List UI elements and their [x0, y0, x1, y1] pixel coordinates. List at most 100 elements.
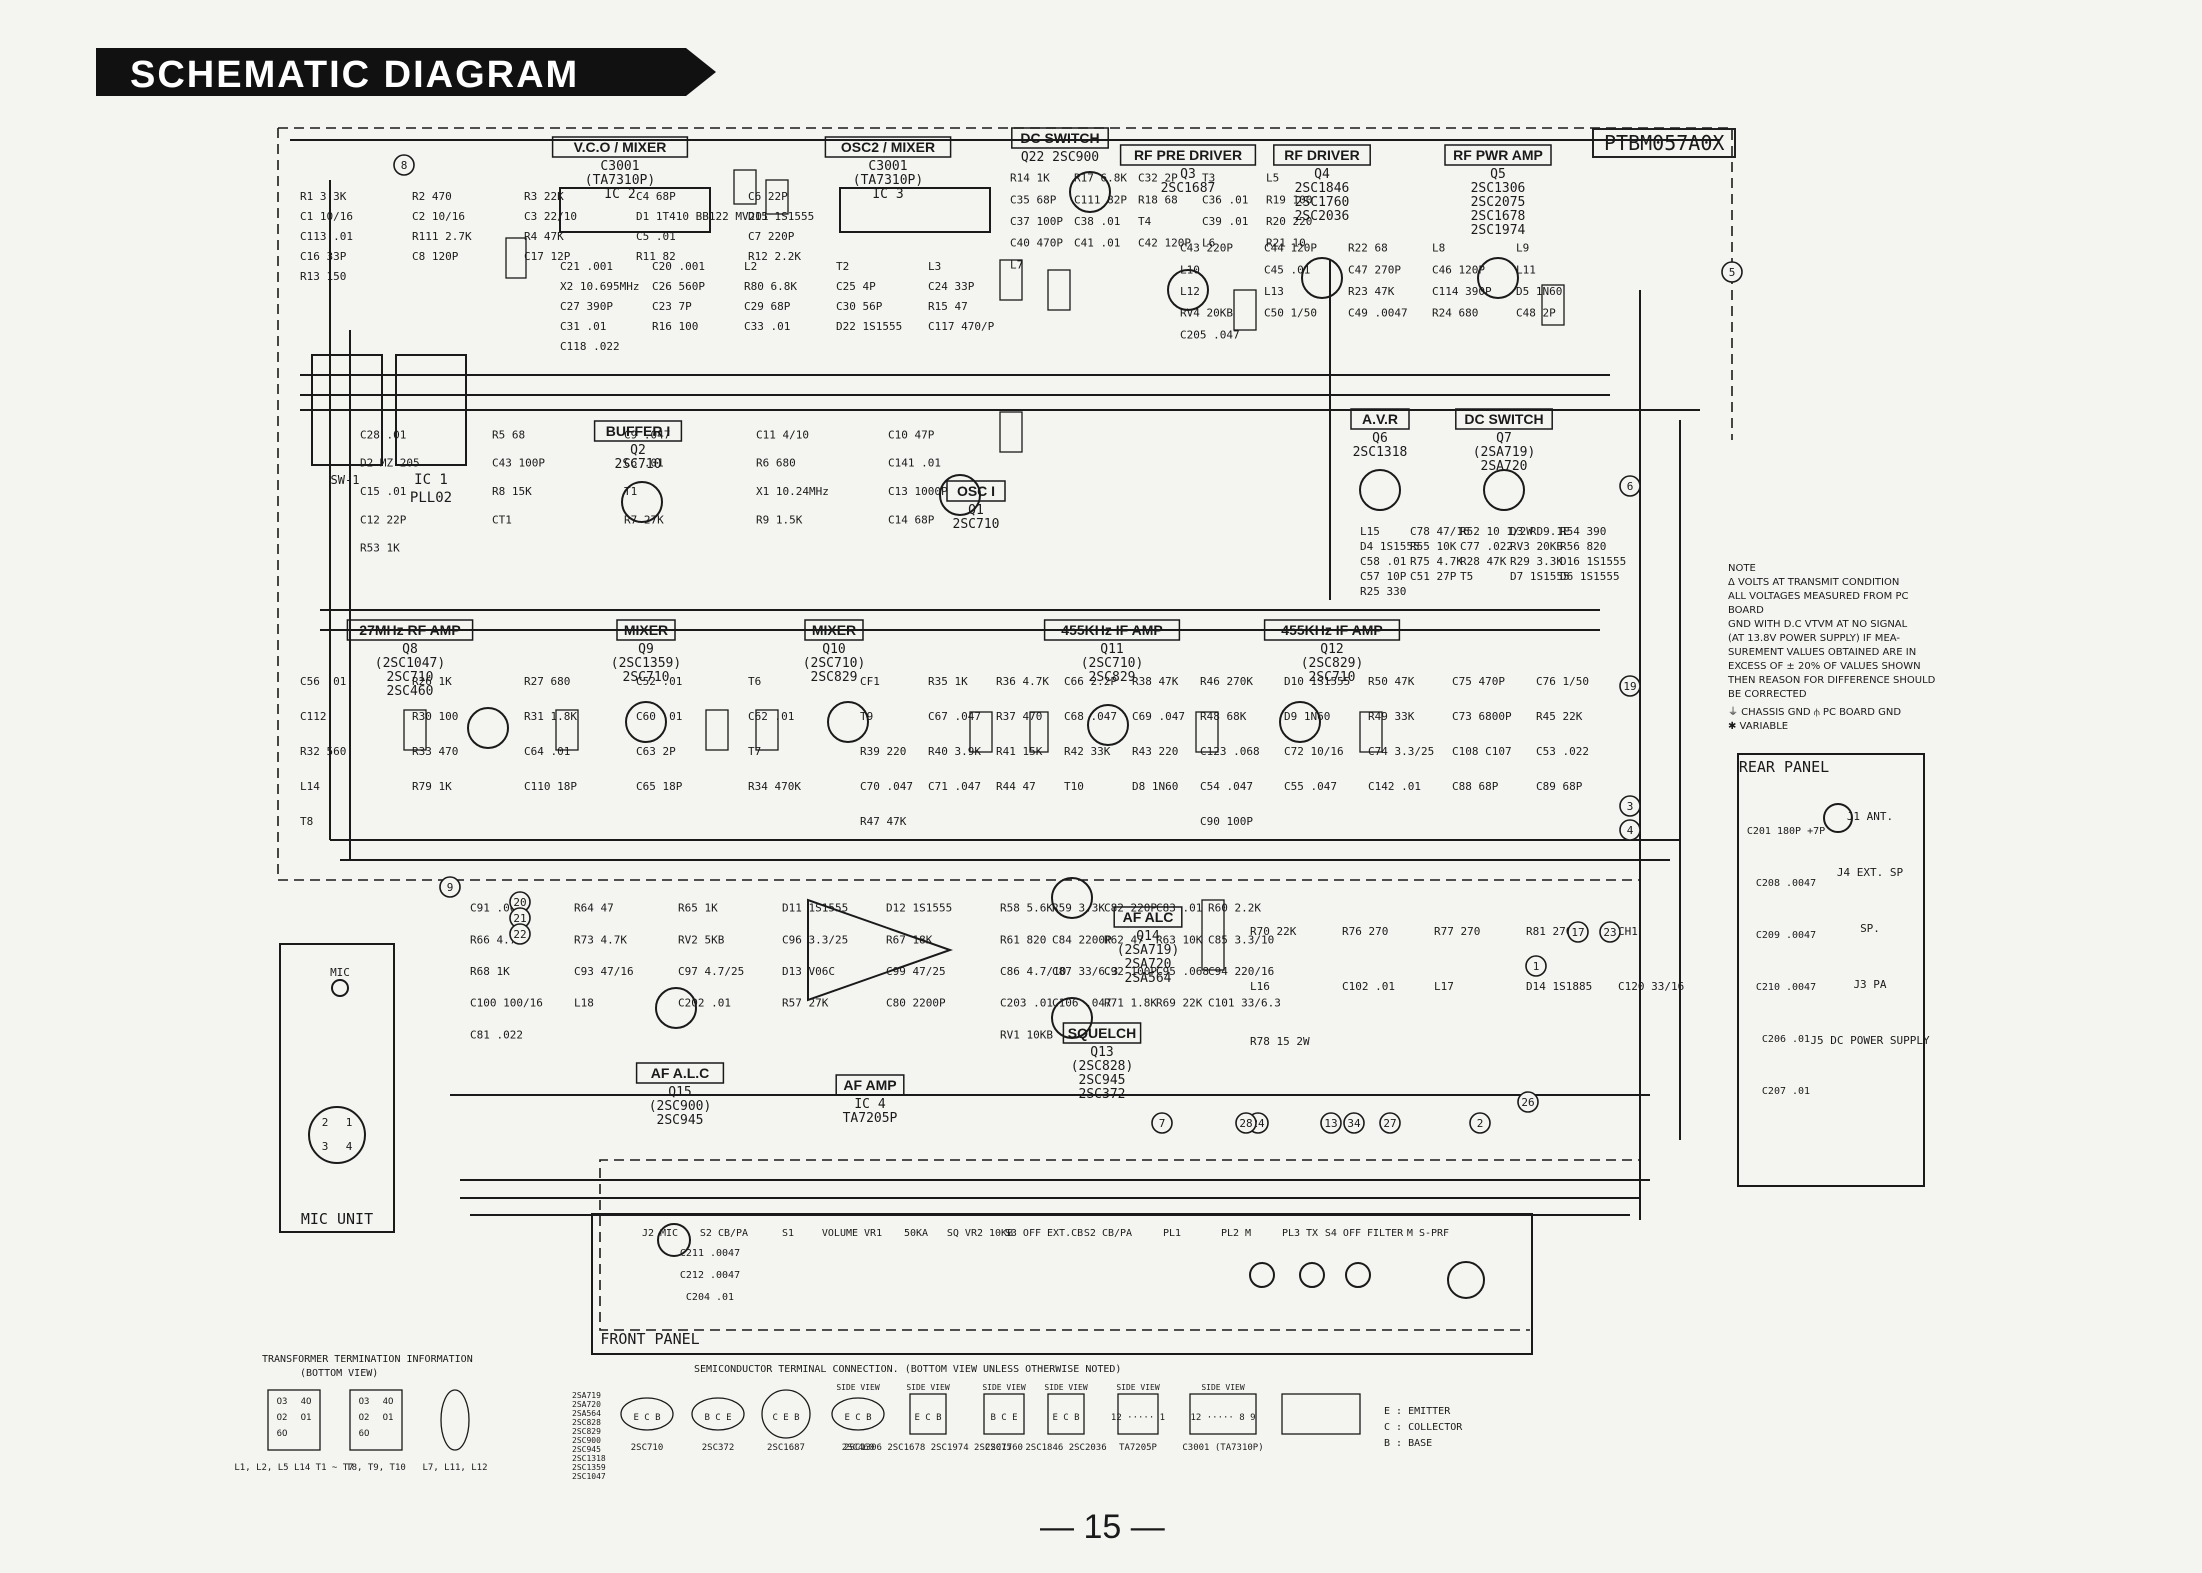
note-line: EXCESS OF ± 20% OF VALUES SHOWN: [1728, 661, 1921, 672]
connector-number: 23: [1603, 926, 1616, 939]
component-label: C49 .0047: [1348, 307, 1408, 320]
component-label: D5 1N60: [1516, 285, 1562, 298]
l2-coil: [733, 169, 757, 205]
block-part-label: 2SC829: [1089, 670, 1136, 685]
block-part-label: 2SA720: [1125, 957, 1172, 972]
component-label: R37 470: [996, 710, 1042, 723]
q2-transistor: [621, 481, 663, 523]
component-label: R53 1K: [360, 542, 400, 555]
component-label: L16: [1250, 980, 1270, 993]
component-label: C101 33/6.3: [1208, 997, 1281, 1010]
component-label: R4 47K: [524, 230, 564, 243]
block-part-label: C3001: [600, 159, 639, 174]
q22-transistor: [1069, 171, 1111, 213]
component-label: R34 470K: [748, 780, 801, 793]
package-label: 2SC1306 2SC1678 2SC1974 2SC2075: [844, 1443, 1012, 1453]
component-label: L5: [1266, 172, 1279, 185]
component-label: R15 47: [928, 300, 968, 313]
package-label: TA7205P: [1119, 1443, 1158, 1453]
component-label: R6 680: [756, 457, 796, 470]
rear-panel-item: J1 ANT.: [1847, 810, 1893, 823]
block-title-frame: [804, 619, 864, 641]
component-label: R2 470: [412, 190, 452, 203]
front-panel-item: PL1: [1163, 1228, 1181, 1239]
q12-transistor: [1279, 701, 1321, 743]
q10-transistor: [827, 701, 869, 743]
component-label: C96 3.3/25: [782, 933, 848, 946]
component-label: L2: [744, 260, 757, 273]
component-label: C120 33/16: [1618, 980, 1684, 993]
voltage-note: NOTE Δ VOLTS AT TRANSMIT CONDITION ALL V…: [1728, 562, 1938, 734]
q14-transistor: [1051, 877, 1093, 919]
transformer-pinout-3: [440, 1389, 470, 1451]
component-label: C65 18P: [636, 780, 683, 793]
connector-number: 19: [1623, 680, 1636, 693]
block-part-label: Q15: [668, 1085, 691, 1100]
semiconductor-list-item: 2SC945: [572, 1445, 601, 1454]
connector-number: 3: [1627, 800, 1634, 813]
component-label: C94 220/16: [1208, 965, 1274, 978]
block-title: A.V.R: [1362, 411, 1398, 427]
block-title-frame: [593, 420, 683, 442]
connector-point: [439, 876, 461, 898]
component-label: C97 4.7/25: [678, 965, 744, 978]
component-label: R36 4.7K: [996, 675, 1049, 688]
mic-pin-number: 3: [322, 1140, 329, 1153]
component-label: C21 .001: [560, 260, 613, 273]
component-label: C205 .047: [1180, 328, 1240, 341]
package-metal-can: [761, 1389, 811, 1439]
transformer-pin: 4O: [301, 1397, 312, 1407]
component-label: R58 5.6K: [1000, 902, 1053, 915]
block-part-label: 2SC1306: [1471, 181, 1526, 196]
component-label: R47 47K: [860, 815, 907, 828]
component-label: R38 47K: [1132, 675, 1179, 688]
component-label: C39 .01: [1202, 215, 1248, 228]
component-label: R111 2.7K: [412, 230, 472, 243]
connector-point: [1320, 1112, 1342, 1134]
component-label: C37 100P: [1010, 215, 1063, 228]
component-label: C30 56P: [836, 300, 883, 313]
connector-number: 1: [1533, 960, 1540, 973]
note-line: GND WITH D.C VTVM AT NO SIGNAL: [1728, 619, 1908, 630]
component-label: C28 .01: [360, 428, 406, 441]
component-label: C76 1/50: [1536, 675, 1589, 688]
component-label: C36 .01: [1202, 193, 1248, 206]
package-c3001: [1281, 1393, 1361, 1435]
component-label: C114 390P: [1432, 285, 1492, 298]
component-label: D15 1S1555: [748, 210, 814, 223]
transformer-pin: 6O: [277, 1429, 288, 1439]
block-part-label: TA7205P: [843, 1111, 898, 1126]
component-label: R56 820: [1560, 540, 1606, 553]
package-2sc710: [620, 1397, 674, 1431]
t6-transformer: [555, 709, 579, 751]
block-title: 27MHz RF AMP: [359, 622, 460, 638]
component-label: R43 220: [1132, 745, 1178, 758]
block-title-frame: [1444, 144, 1552, 166]
component-label: C58 .01: [1360, 555, 1406, 568]
component-label: C81 .022: [470, 1028, 523, 1041]
component-label: T6: [748, 675, 761, 688]
package-pins: B C E: [704, 1413, 731, 1423]
component-label: D13 V06C: [782, 965, 835, 978]
component-label: C69 .047: [1132, 710, 1185, 723]
component-label: C44 120P: [1264, 242, 1317, 255]
component-label: C87 33/6.3: [1052, 965, 1118, 978]
component-label: R18 68: [1138, 193, 1178, 206]
rear-panel-title: REAR PANEL: [1739, 758, 1829, 776]
connector-number: 13: [1324, 1117, 1337, 1130]
component-label: R65 1K: [678, 902, 718, 915]
component-label: R61 820: [1000, 933, 1046, 946]
component-label: C80 2200P: [886, 997, 946, 1010]
connector-point: [1469, 1112, 1491, 1134]
component-label: C62 .01: [748, 710, 794, 723]
block-title: AF AMP: [843, 1077, 896, 1093]
component-label: C108 C107: [1452, 745, 1512, 758]
component-label: R26 1K: [412, 675, 452, 688]
component-label: C29 68P: [744, 300, 791, 313]
semiconductor-list-item: 2SC829: [572, 1427, 601, 1436]
package-view-label: SIDE VIEW: [1116, 1383, 1160, 1392]
component-label: R67 18K: [886, 933, 933, 946]
block-part-label: 2SC945: [1079, 1073, 1126, 1088]
